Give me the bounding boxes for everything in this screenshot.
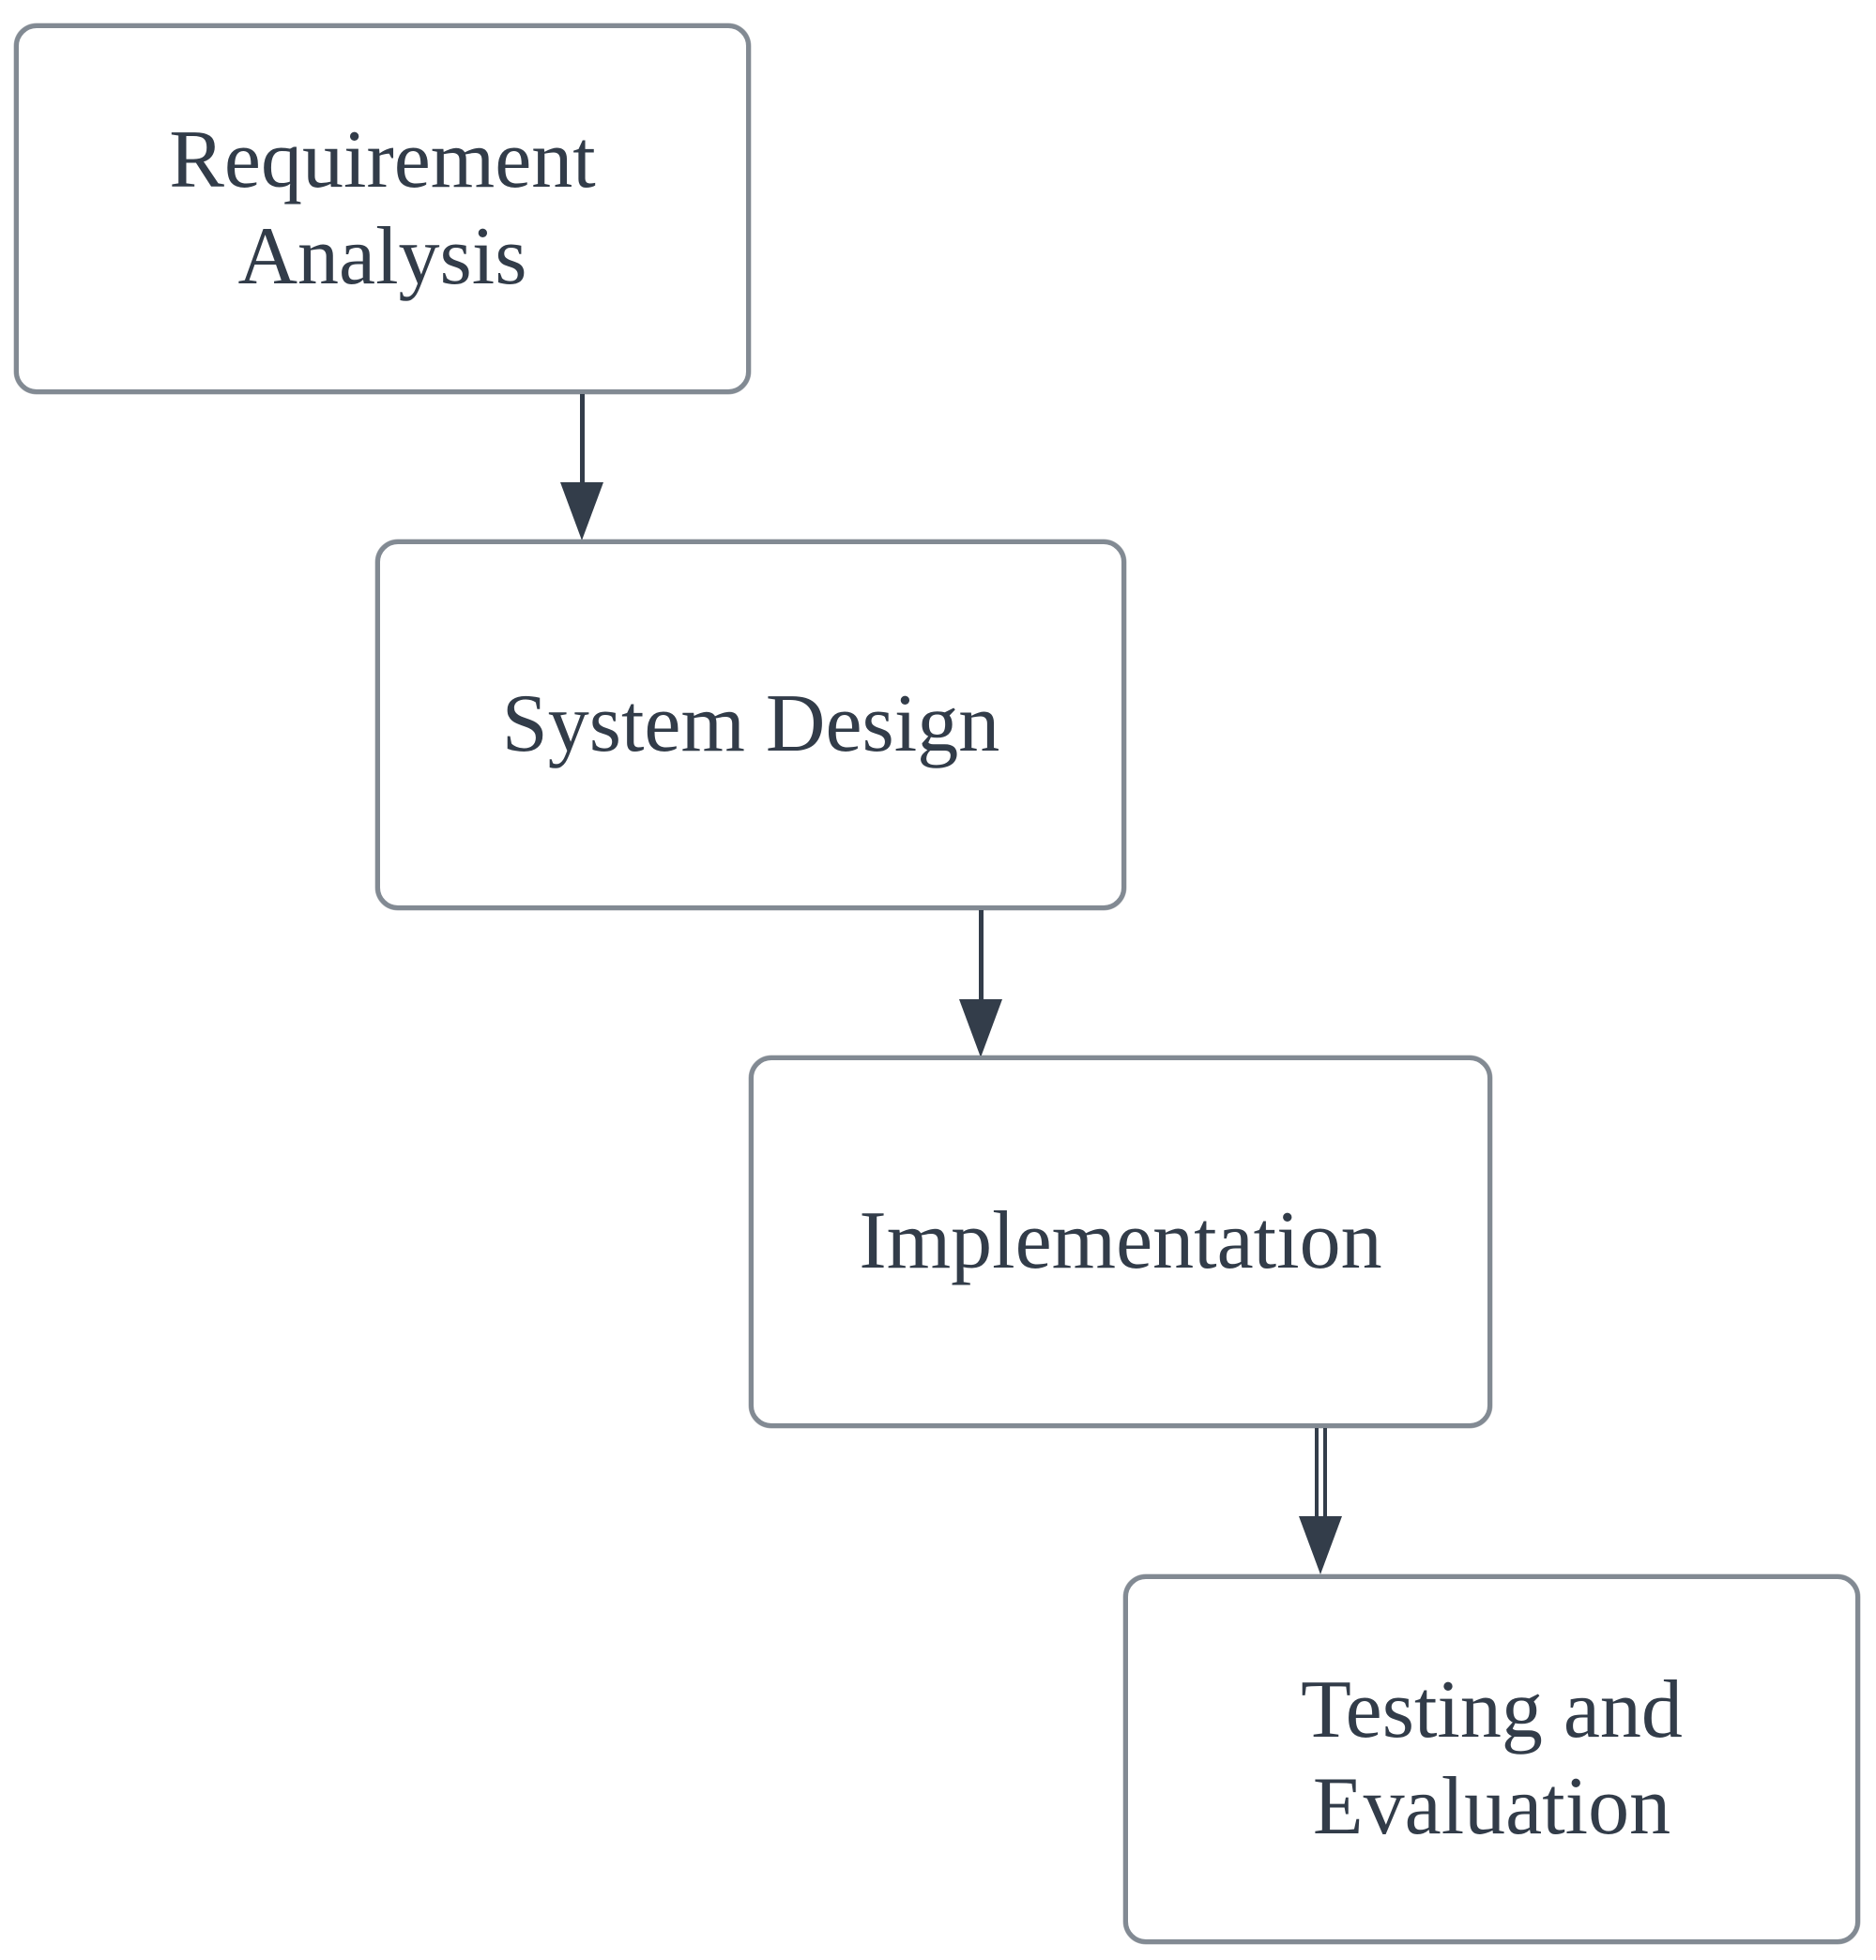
connector-requirement-to-design: [560, 394, 603, 540]
arrow-down-icon: [959, 999, 1002, 1057]
connector-design-to-implementation: [959, 910, 1002, 1057]
node-testing-and-evaluation: Testing and Evaluation: [1123, 1574, 1860, 1944]
node-label: Implementation: [859, 1195, 1382, 1287]
node-system-design: System Design: [375, 539, 1126, 910]
connector-stem: [978, 910, 984, 999]
arrow-down-icon: [1299, 1516, 1342, 1574]
node-implementation: Implementation: [749, 1056, 1492, 1428]
arrow-down-icon: [560, 482, 603, 540]
node-requirement-analysis: Requirement Analysis: [14, 23, 751, 394]
connector-implementation-to-testing: [1299, 1428, 1342, 1574]
connector-stem-double: [1314, 1428, 1327, 1516]
connector-stem: [579, 394, 585, 482]
node-label: Requirement Analysis: [169, 114, 596, 302]
node-label: Testing and Evaluation: [1301, 1664, 1683, 1852]
node-label: System Design: [501, 678, 1000, 770]
